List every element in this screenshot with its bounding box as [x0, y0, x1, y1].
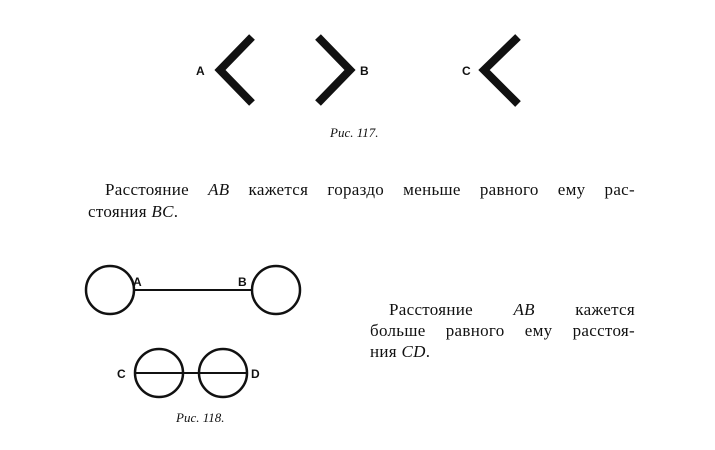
- paragraph-2-line-3: ния CD.: [370, 342, 431, 361]
- paragraph-2-line-2: больше равного ему расстоя-: [370, 321, 635, 340]
- circle-left: [84, 264, 136, 316]
- paragraph-2: Расстояние AB кажется больше равного ему…: [370, 299, 635, 362]
- label-c: C: [462, 64, 471, 78]
- chevron-c: [478, 34, 521, 107]
- figure-117-caption: Рис. 117.: [330, 125, 379, 140]
- paragraph-1-line-1: Расстояние AB кажется гораздо меньше рав…: [105, 180, 635, 199]
- figure-118-caption: Рис. 118.: [176, 410, 225, 425]
- paragraph-1-line-2: стояния BC.: [88, 202, 179, 221]
- paragraph-2-line-1: Расстояние AB кажется: [389, 300, 635, 319]
- label-d: D: [251, 367, 260, 381]
- label-b: B: [238, 275, 247, 289]
- paragraph-1: Расстояние AB кажется гораздо меньше рав…: [88, 179, 635, 223]
- label-c: C: [117, 367, 126, 381]
- label-a: A: [133, 275, 142, 289]
- label-a: A: [196, 64, 205, 78]
- chevron-b: [315, 34, 356, 106]
- figure-117: A B C: [196, 34, 521, 107]
- figure-118: [84, 264, 302, 399]
- label-b: B: [360, 64, 369, 78]
- chevron-a: [214, 34, 255, 106]
- circle-right: [250, 264, 302, 316]
